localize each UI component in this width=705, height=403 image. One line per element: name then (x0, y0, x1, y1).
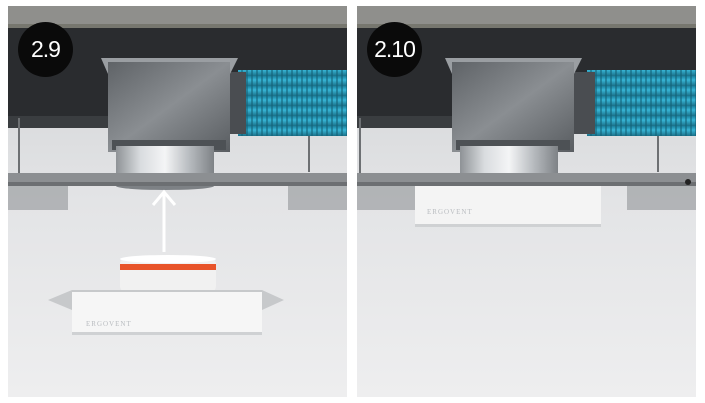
flexible-duct (238, 70, 347, 136)
step-panel-2-9: ERGOVENT 2.9 (8, 6, 347, 397)
plenum-box (108, 62, 230, 152)
concrete-slab (8, 6, 347, 28)
orange-seal (120, 264, 216, 270)
step-badge: 2.9 (18, 22, 73, 77)
diffuser-body (72, 292, 262, 334)
plenum-box (452, 62, 574, 152)
diffuser-collar (120, 258, 216, 292)
diffuser-body (415, 186, 601, 226)
step-badge: 2.10 (367, 22, 422, 77)
brand-logo: ERGOVENT (86, 320, 132, 328)
brand-logo: ERGOVENT (427, 208, 473, 216)
flexible-duct (587, 70, 696, 136)
installation-illustration: ERGOVENT (357, 6, 696, 397)
ceiling-rail (8, 173, 347, 182)
step-panel-2-10: ERGOVENT 2.10 (357, 6, 696, 397)
concrete-slab (357, 6, 696, 28)
ceiling-rail (357, 173, 696, 182)
